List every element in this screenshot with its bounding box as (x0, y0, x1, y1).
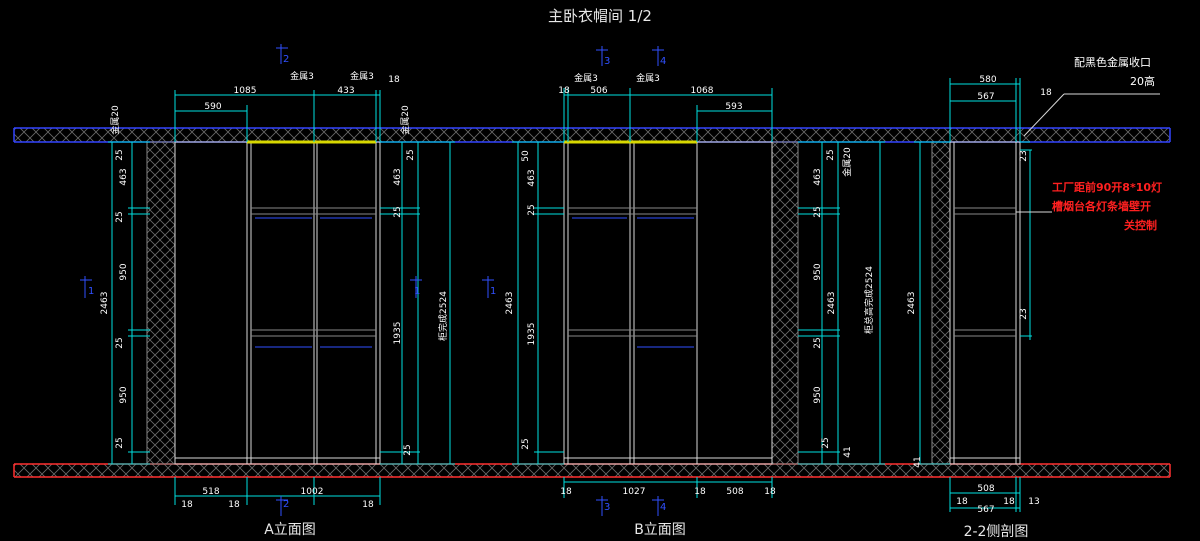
dim-a-right-25c: 25 (403, 444, 413, 455)
ceiling-band (13, 127, 1171, 143)
section-2-2: 23 23 2463 41 580 567 18 配黑色金属收口 20高 工厂距… (907, 55, 1162, 540)
dim-b-right-950a: 950 (813, 263, 823, 280)
dim-a-left-25a: 25 (115, 149, 125, 160)
dim-b-right-2463: 2463 (827, 292, 837, 315)
dim-b-top-506: 506 (590, 86, 607, 96)
label-elevation-a: A立面图 (264, 522, 316, 538)
dim-a-metal3-a: 金属3 (290, 70, 314, 82)
section-marker-b-3-bottom: 3 (604, 502, 610, 513)
dim-a-right-1935: 1935 (393, 322, 403, 345)
dim-a-bot-518: 518 (202, 487, 219, 497)
dim-c-left-41: 41 (913, 456, 923, 467)
dim-a-top-433: 433 (337, 86, 354, 96)
dim-b-right-25c: 25 (813, 337, 823, 348)
dim-c-left-2463: 2463 (907, 292, 917, 315)
dim-b-right-41: 41 (843, 446, 853, 457)
note-red-line-3: 关控制 (1124, 218, 1157, 232)
dim-b-top-18: 18 (558, 86, 570, 96)
elevation-b: 50 463 25 1935 25 2463 25 463 25 950 25 … (482, 46, 885, 538)
dim-a-right-25b: 25 (393, 206, 403, 217)
dim-a-left-950a: 950 (119, 263, 129, 280)
dim-b-bot-1027: 1027 (623, 487, 646, 497)
dim-b-right-950b: 950 (813, 386, 823, 403)
dim-a-left-25c: 25 (115, 337, 125, 348)
dim-b-metal20: 金属20 (841, 147, 853, 177)
dim-b-left-25a: 25 (527, 204, 537, 215)
label-section-2-2: 2-2侧剖图 (964, 524, 1029, 540)
dim-c-bot-567: 567 (977, 505, 994, 515)
dim-b-right-25b: 25 (813, 206, 823, 217)
section-marker-a-right: 1 (414, 286, 420, 297)
dim-b-bot-18b: 18 (694, 487, 706, 497)
section-marker-b-left: 1 (490, 286, 496, 297)
dim-a-left-2463: 2463 (100, 292, 110, 315)
dim-b-left-2463: 2463 (505, 292, 515, 315)
dim-a-bot-18c: 18 (362, 500, 374, 510)
note-red-line-2: 槽烟台各灯条墙壁开 (1052, 199, 1151, 213)
dim-b-bot-18a: 18 (560, 487, 572, 497)
drawing-title: 主卧衣帽间 1/2 (548, 7, 652, 25)
dim-c-bot-18b: 18 (1003, 497, 1015, 507)
dim-a-bot-18a: 18 (181, 500, 193, 510)
dim-b-right-25a: 25 (826, 149, 836, 160)
floor-band (13, 463, 1171, 478)
dim-c-bot-13: 13 (1028, 497, 1039, 507)
section-marker-b-4-top: 4 (660, 56, 666, 67)
section-marker-b-4-bottom: 4 (660, 502, 666, 513)
note-red-line-1: 工厂距前90开8*10灯 (1052, 180, 1162, 194)
dim-b-bot-508: 508 (726, 487, 743, 497)
dim-a-left-25b: 25 (115, 211, 125, 222)
dim-b-top-593: 593 (725, 102, 742, 112)
dim-a-left-950b: 950 (119, 386, 129, 403)
dim-b-metal3-b: 金属3 (636, 72, 660, 84)
dim-a-metal3-b: 金属3 (350, 70, 374, 82)
dim-b-top-1068: 1068 (691, 86, 714, 96)
section-marker-a-left: 1 (88, 286, 94, 297)
section-marker-a-top: 2 (283, 54, 289, 65)
dim-a-metal20-left: 金属20 (109, 105, 121, 135)
dim-b-left-50: 50 (521, 150, 531, 162)
note-20-high: 20高 (1130, 74, 1155, 88)
dim-c-bot-508: 508 (977, 484, 994, 494)
dim-c-right-23a: 23 (1019, 150, 1029, 161)
dim-a-top-1085: 1085 (234, 86, 257, 96)
dim-a-bot-18b: 18 (228, 500, 240, 510)
dim-a-right-463: 463 (393, 168, 403, 185)
dim-a-left-25d: 25 (115, 437, 125, 448)
dim-b-left-463: 463 (527, 169, 537, 186)
dim-b-metal3-a: 金属3 (574, 72, 598, 84)
dim-c-top-18: 18 (1040, 88, 1052, 98)
dim-c-bot-18a: 18 (956, 497, 968, 507)
dim-a-right-25a: 25 (406, 149, 416, 160)
dim-b-left-25b: 25 (521, 438, 531, 449)
dim-c-top-567: 567 (977, 92, 994, 102)
section-marker-b-3-top: 3 (604, 56, 610, 67)
dim-b-right-25d: 25 (821, 437, 831, 448)
section-marker-a-bottom: 2 (283, 499, 289, 510)
note-black-metal: 配黑色金属收口 (1074, 55, 1151, 69)
dim-a-height-label: 柜完成2524 (437, 291, 449, 341)
dim-b-bot-18c: 18 (764, 487, 776, 497)
dim-a-top-590: 590 (204, 102, 221, 112)
elevation-a: 25 463 25 950 25 950 25 2463 25 463 25 1… (80, 44, 455, 538)
dim-a-top-18: 18 (388, 75, 400, 85)
dim-a-bot-1002: 1002 (301, 487, 324, 497)
dim-c-right-23b: 23 (1019, 308, 1029, 319)
dim-c-top-580: 580 (979, 75, 996, 85)
dim-b-left-1935: 1935 (527, 323, 537, 346)
dim-a-left-463: 463 (119, 168, 129, 185)
dim-b-right-463: 463 (813, 168, 823, 185)
label-elevation-b: B立面图 (634, 522, 686, 538)
dim-a-metal20-right: 金属20 (399, 105, 411, 135)
dim-b-height-label: 柜总高完成2524 (863, 266, 875, 334)
